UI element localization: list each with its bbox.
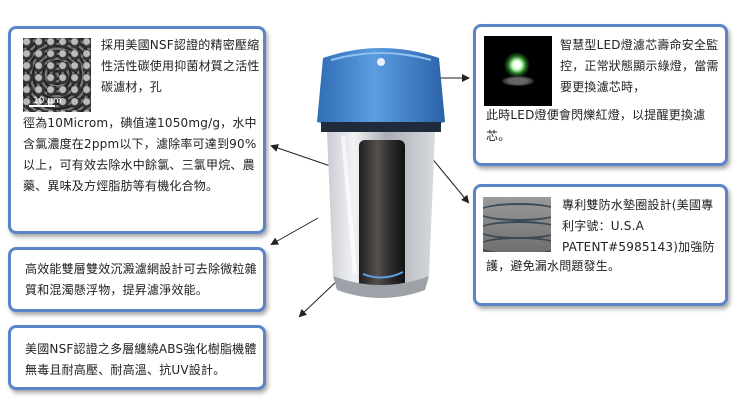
carbon-description-part2: 徑為10Microm，碘值達1050mg/g，水中含氯濃度在2ppm以下，濾除率… xyxy=(23,116,257,193)
led-indicator-icon xyxy=(377,58,385,66)
sediment-mesh-info-box: 高效能雙層雙效沉澱濾網設計可去除微粒雜質和混濁懸浮物，提昇濾淨效能。 xyxy=(8,247,266,312)
gasket-photo-image xyxy=(483,197,551,252)
led-description-part2: 此時LED燈便會閃爍紅燈，以提醒更換濾芯。 xyxy=(486,108,706,143)
water-filter-illustration xyxy=(317,48,445,298)
sediment-mesh-description: 高效能雙層雙效沉澱濾網設計可去除微粒雜質和混濁懸浮物，提昇濾淨效能。 xyxy=(25,262,257,297)
abs-housing-info-box: 美國NSF認證之多層纏繞ABS強化樹脂機體無毒且耐高壓、耐高溫、抗UV設計。 xyxy=(8,325,266,390)
led-photo-image xyxy=(484,36,552,106)
carbon-description-part1: 採用美國NSF認證的精密壓縮性活性碳使用抑菌材質之活性碳濾材，孔 xyxy=(101,38,260,94)
led-indicator-info-box: 智慧型LED燈濾芯壽命安全監控，正常狀態顯示綠燈，當需要更換濾芯時， 此時LED… xyxy=(473,24,728,166)
led-base-shape xyxy=(502,76,534,86)
arrow-abs xyxy=(298,277,341,318)
arrow-gasket xyxy=(429,155,470,204)
led-description-part1: 智慧型LED燈濾芯壽命安全監控，正常狀態顯示綠燈，當需要更換濾芯時， xyxy=(560,38,719,94)
abs-housing-description: 美國NSF認證之多層纏繞ABS強化樹脂機體無毒且耐高壓、耐高溫、抗UV設計。 xyxy=(25,342,257,377)
arrow-layer xyxy=(270,217,319,245)
gasket-description-part1: 專利雙防水墊圈設計(美國專利字號：U.S.A PATENT#5985143)加強… xyxy=(562,198,715,254)
scale-bar xyxy=(29,105,55,107)
gasket-ring-shape xyxy=(483,203,551,221)
gasket-description-part2: 護，避免漏水問題發生。 xyxy=(486,259,621,273)
activated-carbon-info-box: 10 μm 採用美國NSF認證的精密壓縮性活性碳使用抑菌材質之活性碳濾材，孔 徑… xyxy=(8,26,266,234)
carbon-micrograph-image: 10 μm xyxy=(23,38,91,112)
gasket-info-box: 專利雙防水墊圈設計(美國專利字號：U.S.A PATENT#5985143)加強… xyxy=(473,184,728,306)
gasket-ring-shape xyxy=(483,237,551,252)
green-led-glow-icon xyxy=(504,52,530,78)
scale-label: 10 μm xyxy=(33,96,62,106)
